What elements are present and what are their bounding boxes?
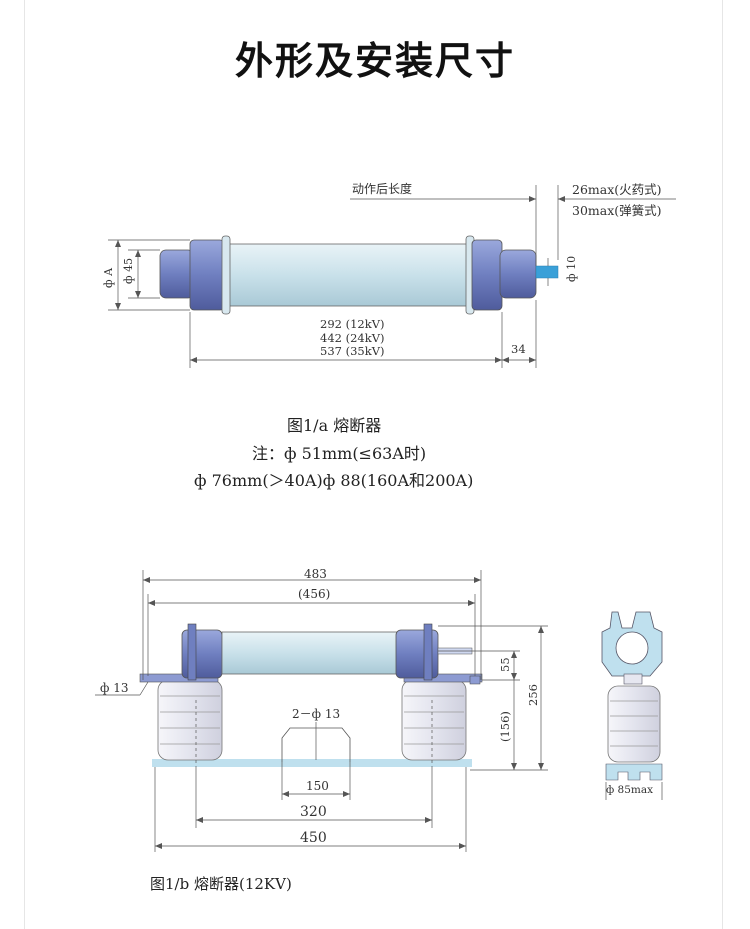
length-12kv-label: 292 (12kV) — [320, 317, 385, 331]
fuse-b-dimension-lines — [95, 570, 548, 852]
fuse-a-right-cap — [471, 239, 503, 311]
fuse-b-right-contact — [423, 623, 433, 681]
side-view-ring — [615, 631, 649, 665]
two-phi-13-label: 2－ф 13 — [292, 707, 340, 721]
fuse-b-left-insulator — [157, 679, 223, 761]
length-24kv-label: 442 (24kV) — [320, 331, 385, 345]
fuse-b-tube — [221, 631, 399, 675]
fuse-b-base-plate — [152, 759, 472, 767]
max-pyro-label: 26max(火药式) — [572, 182, 662, 197]
figure-a-note-2: ф 76mm(＞40A)ф 88(160A和200A) — [194, 471, 474, 490]
left-border — [24, 0, 25, 929]
phi-10-label: ф 10 — [565, 256, 578, 282]
figure-b-caption: 图1/b 熔断器(12KV) — [150, 875, 292, 893]
fuse-figure-a: 动作后长度 26max(火药式) 30max(弹簧式) ф A ф 45 ф 1… — [102, 181, 676, 368]
figure-a-note-1: 注：ф 51mm(≤63A时) — [252, 444, 427, 463]
side-view-base — [605, 763, 663, 781]
dim-156-label: (156) — [498, 711, 512, 742]
dim-320-label: 320 — [300, 804, 327, 820]
dim-483-label: 483 — [304, 567, 327, 581]
action-length-label: 动作后长度 — [352, 181, 412, 196]
dim-34-label: 34 — [511, 342, 526, 356]
dim-150-label: 150 — [306, 779, 329, 793]
fuse-a-right-terminal — [499, 249, 537, 299]
fuse-b-arrows — [143, 577, 544, 849]
fuse-a-left-ring — [221, 235, 231, 315]
fuse-a-left-terminal — [159, 249, 195, 299]
phi-a-label: ф A — [102, 267, 115, 288]
side-view-insulator — [607, 685, 661, 763]
fuse-a-striker-pin — [535, 265, 559, 279]
page-title: 外形及安装尺寸 — [234, 39, 515, 83]
side-view-dimension-lines — [605, 782, 663, 800]
right-border — [722, 0, 723, 929]
fuse-a-arrows — [115, 196, 565, 363]
side-view: ф 85max — [601, 611, 663, 800]
fuse-b-left-contact — [187, 623, 197, 681]
dim-256-label: 256 — [526, 684, 540, 706]
fuse-b-fixing-screw — [469, 675, 481, 685]
dim-450-label: 450 — [300, 830, 327, 846]
max-spring-label: 30max(弹簧式) — [572, 203, 662, 218]
phi-45-label: ф 45 — [122, 258, 135, 284]
fuse-a-dimension-lines — [108, 185, 676, 368]
phi-13-label: ф 13 — [100, 681, 128, 695]
phi-85-label: ф 85max — [606, 784, 653, 796]
dim-55-label: 55 — [498, 657, 512, 672]
fuse-a-left-cap — [189, 239, 225, 311]
fuse-a-tube — [225, 243, 469, 307]
side-view-neck — [623, 673, 643, 685]
figure-a-caption: 图1/a 熔断器 — [287, 416, 382, 435]
dim-456-label: (456) — [298, 587, 330, 601]
fuse-figure-b: 483 (456) ф 13 2－ф 13 55 256 (156) 150 3… — [95, 567, 548, 852]
length-35kv-label: 537 (35kV) — [320, 344, 385, 358]
fuse-b-right-insulator — [401, 679, 467, 761]
